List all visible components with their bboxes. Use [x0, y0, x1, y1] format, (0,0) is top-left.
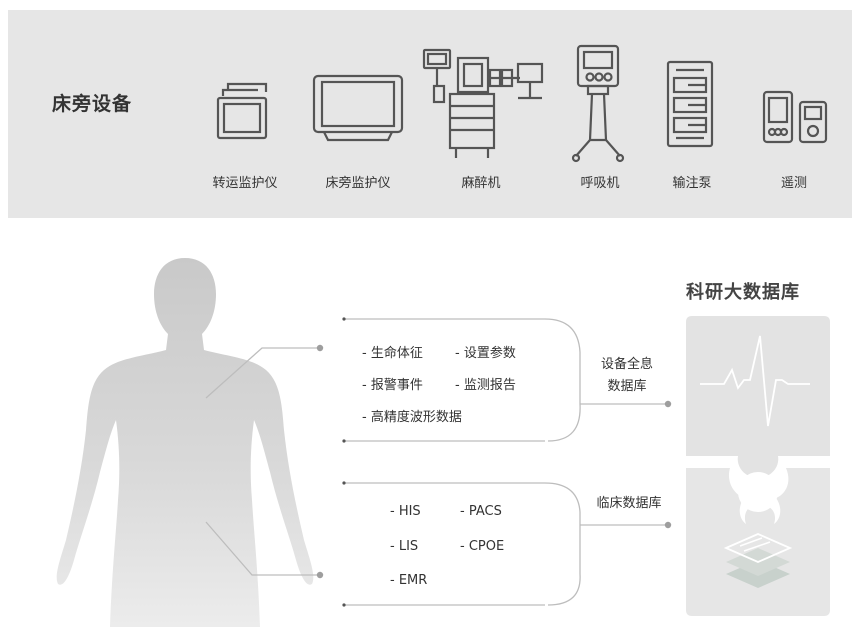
infusion-pump-icon [666, 60, 714, 148]
anesthesia-machine-icon [422, 48, 544, 158]
device-holographic-database-label: 设备全息 数据库 [592, 354, 662, 398]
ventilator-icon [571, 44, 625, 163]
device-data-item-waveform: - 高精度波形数据 [362, 410, 462, 425]
device-data-item-vital-signs: - 生命体征 [362, 346, 423, 361]
device-label-ventilator: 呼吸机 [580, 176, 620, 191]
device-data-item-alarm-events: - 报警事件 [362, 378, 423, 393]
bedside-monitor-icon [312, 74, 404, 142]
device-db-line1: 设备全息 [600, 357, 653, 372]
device-label-telemetry: 遥测 [780, 176, 807, 191]
clinical-database-label: 临床数据库 [596, 496, 662, 511]
research-database-puzzle [686, 316, 830, 616]
transport-monitor-icon [216, 82, 268, 140]
research-database-title: 科研大数据库 [686, 282, 800, 303]
puzzle-upper-piece [686, 316, 830, 478]
device-data-item-monitoring-report: - 监测报告 [455, 378, 516, 393]
puzzle-lower-piece [686, 468, 830, 616]
data-layers-icon [723, 533, 793, 588]
heartbeat-waveform-icon [700, 335, 810, 427]
human-body-silhouette [56, 258, 314, 627]
device-data-item-settings: - 设置参数 [455, 346, 516, 361]
device-db-line2: 数据库 [607, 379, 647, 394]
telemetry-icon [762, 90, 828, 144]
clinical-item-emr: - EMR [390, 573, 428, 588]
clinical-item-his: - HIS [390, 504, 421, 519]
device-label-bedside-monitor: 床旁监护仪 [325, 176, 391, 191]
clinical-item-cpoe: - CPOE [460, 539, 505, 554]
device-label-transport-monitor: 转运监护仪 [212, 176, 278, 191]
bedside-devices-title: 床旁设备 [52, 93, 133, 115]
device-label-anesthesia-machine: 麻醉机 [461, 176, 501, 191]
clinical-item-pacs: - PACS [460, 504, 502, 519]
device-label-infusion-pump: 输注泵 [672, 176, 712, 191]
clinical-item-lis: - LIS [390, 539, 419, 554]
